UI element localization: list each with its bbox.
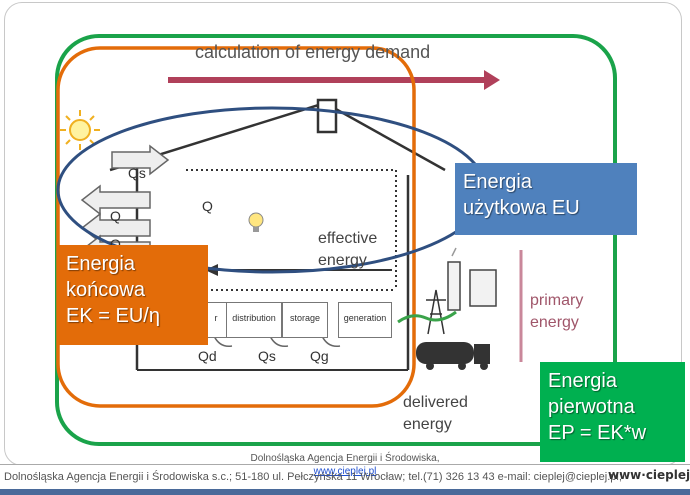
- distribution-box: distribution: [226, 302, 282, 338]
- effective-energy-line-2: energy: [318, 252, 367, 269]
- q-solar-label: Qs: [128, 165, 146, 181]
- primary-energy-label: primary energy: [530, 290, 610, 334]
- footer-contact-text: Dolnośląska Agencja Energii i Środowiska…: [4, 471, 622, 483]
- useful-energy-box: Energia użytkowa EU: [455, 163, 637, 235]
- primary-energy-line-1: primary: [530, 292, 584, 309]
- calculation-arrow-head: [484, 70, 500, 90]
- q-left-label: Q: [110, 208, 121, 224]
- q-distribution-label: Qd: [198, 348, 217, 364]
- primary-energy-title: Energia: [548, 370, 617, 392]
- delivered-energy-line-2: energy: [403, 416, 452, 433]
- useful-energy-title: Energia: [463, 171, 532, 193]
- final-energy-formula: EK = EU/η: [66, 305, 160, 327]
- useful-energy-subtitle: użytkowa EU: [463, 197, 580, 219]
- delivered-energy-label: delivered energy: [403, 392, 503, 436]
- q-generation-label: Qg: [310, 348, 329, 364]
- light-bulb-icon: [248, 212, 264, 232]
- primary-energy-box: Energia pierwotna EP = EK*w: [540, 362, 685, 462]
- calculation-label: calculation of energy demand: [195, 42, 431, 62]
- delivered-energy-line-1: delivered: [403, 394, 468, 411]
- source-link[interactable]: www.cieplej.pl: [313, 466, 377, 477]
- effective-energy-label: effective energy: [318, 228, 408, 272]
- final-energy-title: Energia: [66, 253, 135, 275]
- footer: [0, 464, 690, 493]
- primary-energy-line-2: energy: [530, 314, 579, 331]
- generation-box: generation: [338, 302, 392, 338]
- tanker-truck-icon: [416, 342, 490, 370]
- effective-energy-line-1: effective: [318, 230, 378, 247]
- energy-wave: [397, 310, 457, 324]
- source-caption: Dolnośląska Agencja Energii i Środowiska…: [0, 452, 690, 478]
- sun-icon: [60, 110, 100, 150]
- primary-energy-formula: EP = EK*w: [548, 422, 647, 444]
- storage-box: storage: [282, 302, 328, 338]
- primary-energy-subtitle: pierwotna: [548, 396, 635, 418]
- q-small-label: Q: [110, 236, 121, 252]
- power-plant-icon: [447, 247, 497, 311]
- final-energy-boundary: [56, 46, 416, 408]
- footer-brand-logo: www·cieplej·pl: [608, 468, 690, 482]
- q-center-label: Q: [202, 198, 213, 214]
- source-caption-text: Dolnośląska Agencja Energii i Środowiska…: [250, 453, 440, 464]
- power-pylon-icon: [426, 289, 446, 335]
- footer-bar: [0, 489, 690, 495]
- system-small-box: r: [205, 302, 227, 338]
- q-storage-label: Qs: [258, 348, 276, 364]
- final-energy-box: Energia końcowa EK = EU/η: [58, 245, 208, 345]
- final-energy-subtitle: końcowa: [66, 279, 145, 301]
